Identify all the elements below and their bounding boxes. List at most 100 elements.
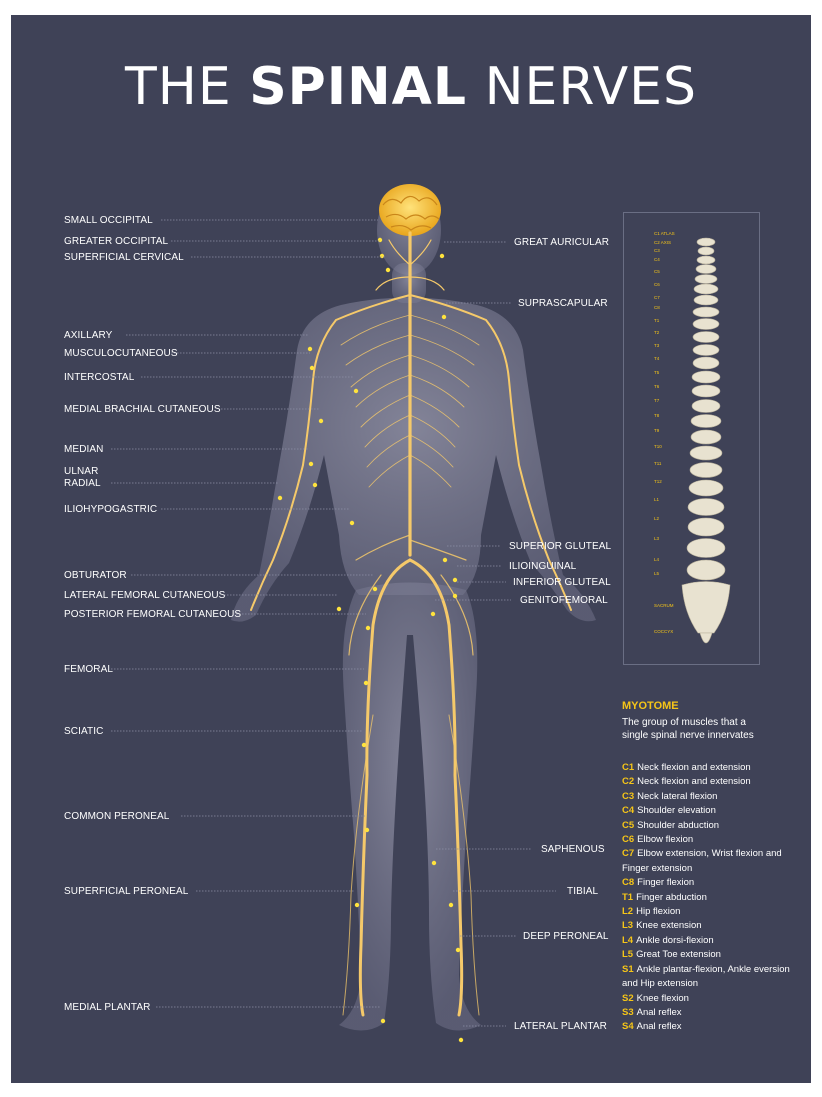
- label-radial: RADIAL: [64, 478, 101, 489]
- vertebra-t12: T12: [654, 479, 662, 484]
- label-suprascapular: SUPRASCAPULAR: [518, 298, 608, 309]
- vertebra-t5: T5: [654, 370, 660, 375]
- label-medial-brachial-cutaneous: MEDIAL BRACHIAL CUTANEOUS: [64, 404, 221, 415]
- leader-lines-right: [435, 241, 556, 1027]
- vertebra-c5: C5: [654, 269, 660, 274]
- vertebra-l5: L5: [654, 571, 660, 576]
- myotome-code: S1: [622, 963, 634, 975]
- body-silhouette: [231, 185, 596, 1031]
- label-posterior-femoral-cutaneous: POSTERIOR FEMORAL CUTANEOUS: [64, 609, 242, 620]
- myotome-code: T1: [622, 891, 634, 903]
- myotome-text: Shoulder elevation: [637, 805, 716, 817]
- myotome-text: Anal reflex: [636, 1006, 682, 1018]
- label-musculocutaneous: MUSCULOCUTANEOUS: [64, 348, 178, 359]
- label-lateral-femoral-cutaneous: LATERAL FEMORAL CUTANEOUS: [64, 590, 226, 601]
- myotome-code: S3: [622, 1006, 634, 1018]
- label-femoral: FEMORAL: [64, 664, 114, 675]
- nerve-markers: [277, 237, 464, 1043]
- title-part-spinal: SPINAL: [249, 57, 468, 117]
- label-great-auricular: GREAT AURICULAR: [514, 237, 610, 248]
- label-greater-occipital: GREATER OCCIPITAL: [64, 236, 169, 247]
- myotome-text: Neck flexion and extension: [637, 762, 751, 773]
- myotome-text: Shoulder abduction: [637, 819, 720, 831]
- myotome-code: L4: [622, 934, 634, 946]
- myotome-code: C8: [622, 877, 635, 889]
- myotome-description: The group of muscles that a single spina…: [622, 717, 754, 741]
- vertebra-l3: L3: [654, 536, 660, 541]
- spine-panel: [623, 212, 760, 665]
- label-tibial: TIBIAL: [567, 886, 599, 897]
- myotome-code: S2: [622, 992, 634, 1004]
- myotome-text: Great Toe extension: [636, 949, 721, 961]
- myotome-title: MYOTOME: [622, 700, 679, 712]
- brain: [379, 184, 441, 236]
- myotome-text: Elbow flexion: [637, 834, 694, 846]
- label-saphenous: SAPHENOUS: [541, 844, 605, 855]
- myotome-code: S4: [622, 1021, 634, 1033]
- myotome-text: Hip flexion: [636, 906, 681, 918]
- label-small-occipital: SMALL OCCIPITAL: [64, 215, 153, 226]
- vertebra-t3: T3: [654, 343, 660, 348]
- vertebra-c1: C1 ATLAS: [654, 231, 675, 236]
- vertebra-c7: C7: [654, 295, 660, 300]
- myotome-text: Elbow extension, Wrist flexion and Finge…: [622, 848, 782, 874]
- label-common-peroneal: COMMON PERONEAL: [64, 811, 170, 822]
- vertebra-sacrum: SACRUM: [654, 603, 674, 608]
- vertebra-c3: C3: [654, 248, 660, 253]
- label-obturator: OBTURATOR: [64, 570, 127, 581]
- label-superficial-peroneal: SUPERFICIAL PERONEAL: [64, 886, 189, 897]
- label-sciatic: SCIATIC: [64, 726, 104, 737]
- label-axillary: AXILLARY: [64, 330, 113, 341]
- myotome-text: Finger abduction: [636, 891, 707, 903]
- label-ulnar: ULNAR: [64, 466, 99, 477]
- page-title: THE SPINAL NERVES: [11, 57, 811, 117]
- vertebra-c4: C4: [654, 257, 660, 262]
- myotome-code: C3: [622, 790, 635, 802]
- label-inferior-gluteal: INFERIOR GLUTEAL: [513, 577, 611, 588]
- vertebra-l2: L2: [654, 516, 660, 521]
- body-figure: [111, 184, 596, 1043]
- myotome-text: Ankle dorsi-flexion: [636, 934, 714, 946]
- vertebra-t11: T11: [654, 461, 662, 466]
- label-superior-gluteal: SUPERIOR GLUTEAL: [509, 541, 612, 552]
- vertebra-c6: C6: [654, 282, 660, 287]
- vertebra-coccyx: COCCYX: [654, 629, 674, 634]
- vertebra-t4: T4: [654, 356, 660, 361]
- poster: THE SPINAL NERVES: [11, 15, 811, 1083]
- myotome-code: L2: [622, 906, 634, 918]
- label-deep-peroneal: DEEP PERONEAL: [523, 931, 609, 942]
- myotome-text: Finger flexion: [637, 877, 695, 889]
- vertebra-t7: T7: [654, 398, 660, 403]
- leader-lines-left: [111, 219, 386, 1008]
- vertebra-t8: T8: [654, 413, 660, 418]
- spine-illustration: [681, 237, 731, 644]
- myotome-code: L3: [622, 920, 634, 932]
- myotome-text: Neck lateral flexion: [637, 790, 718, 802]
- label-lateral-plantar: LATERAL PLANTAR: [514, 1021, 608, 1032]
- myotome-code: C5: [622, 819, 635, 831]
- myotome-code: C4: [622, 805, 635, 817]
- label-ilioinguinal: ILIOINGUINAL: [509, 561, 577, 572]
- myotome-code: C1: [622, 762, 635, 773]
- myotome-text: Knee extension: [636, 920, 702, 932]
- myotome-text: Neck flexion and extension: [637, 776, 751, 788]
- nerve-network: [250, 231, 572, 1017]
- myotome-code: C2: [622, 776, 635, 788]
